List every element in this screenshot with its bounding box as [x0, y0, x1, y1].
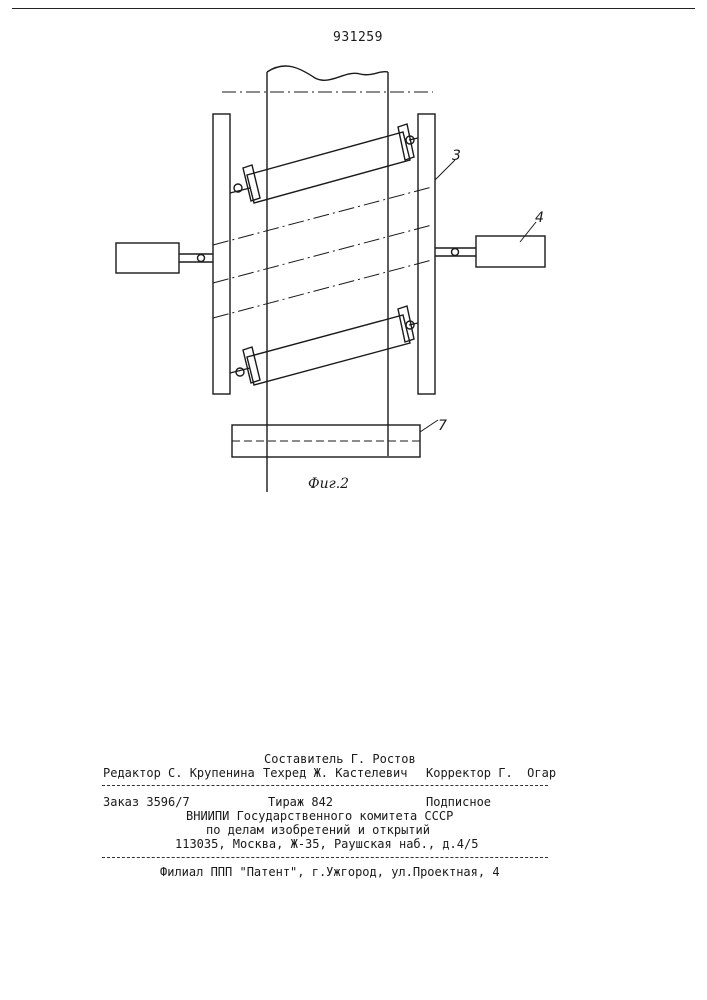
imprint-institute: ВНИИПИ Государственного комитета СССР — [186, 809, 453, 823]
imprint-corrector: Корректор Г. Огар — [426, 766, 556, 780]
imprint-rule-1 — [102, 785, 548, 786]
imprint-affairs: по делам изобретений и открытий — [206, 823, 430, 837]
imprint-branch: Филиал ППП "Патент", г.Ужгород, ул.Проек… — [160, 865, 500, 879]
imprint-order: Заказ 3596/7 — [103, 795, 190, 809]
imprint-address: 113035, Москва, Ж-35, Раушская наб., д.4… — [175, 837, 478, 851]
imprint-compiler: Составитель Г. Ростов — [264, 752, 416, 766]
imprint-editor: Редактор С. Крупенина — [103, 766, 255, 780]
imprint-techred: Техред Ж. Кастелевич — [263, 766, 408, 780]
imprint-circulation: Тираж 842 — [268, 795, 333, 809]
imprint-rule-2 — [102, 857, 548, 858]
imprint-subscription: Подписное — [426, 795, 491, 809]
